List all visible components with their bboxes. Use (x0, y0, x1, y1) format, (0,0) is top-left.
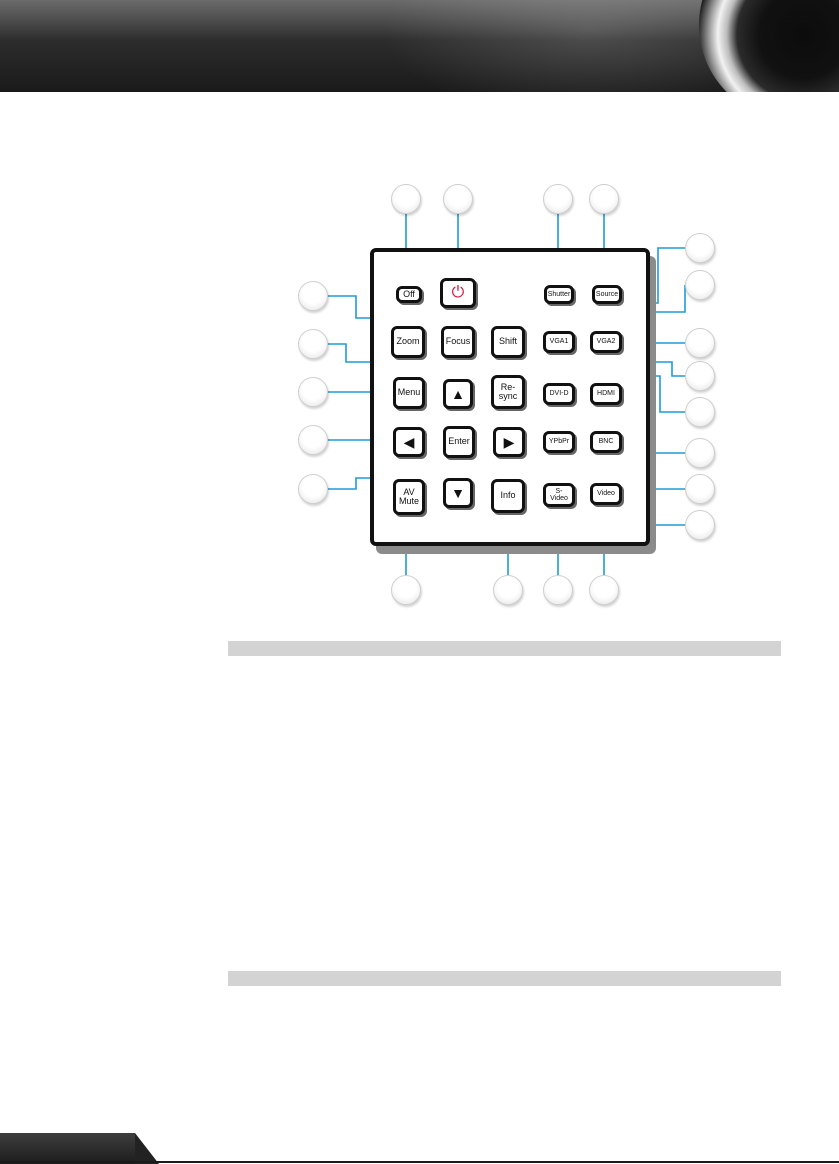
vga1-button-label: VGA1 (549, 338, 569, 346)
shift-button[interactable]: Shift (491, 326, 525, 358)
projector-lens-graphic (699, 0, 839, 92)
resync-button[interactable]: Re- sync (491, 375, 525, 409)
off-button-label: Off (403, 288, 415, 299)
footer-page-tab (0, 1133, 159, 1164)
callout-marker (543, 184, 573, 214)
dvi-d-button[interactable]: DVI-D (543, 383, 575, 405)
zoom-button-label: Zoom (396, 336, 420, 347)
menu-button-label: Menu (397, 387, 421, 398)
menu-button[interactable]: Menu (393, 377, 425, 409)
ypbpr-button[interactable]: YPbPr (543, 431, 575, 453)
callout-marker (391, 184, 421, 214)
remote-control-diagram: Off ⏻ Shutter Source Zoom Focus Shift VG… (298, 184, 715, 605)
section-divider-bar (228, 971, 781, 986)
callout-marker (443, 184, 473, 214)
dvi-d-button-label: DVI-D (549, 390, 569, 398)
shutter-button[interactable]: Shutter (544, 285, 574, 304)
callout-marker (298, 474, 328, 504)
hdmi-button-label: HDMI (597, 390, 615, 398)
footer-rule (0, 1161, 839, 1163)
left-arrow-icon: ◀ (403, 434, 415, 450)
bnc-button[interactable]: BNC (590, 431, 622, 453)
av-mute-button[interactable]: AV Mute (393, 479, 425, 515)
ypbpr-button-label: YPbPr (548, 438, 570, 446)
callout-marker (493, 575, 523, 605)
source-button-label: Source (595, 290, 619, 298)
callout-marker (589, 184, 619, 214)
s-video-button-label: S- Video (550, 487, 568, 502)
shift-button-label: Shift (498, 336, 517, 347)
down-arrow-icon: ▼ (451, 485, 465, 501)
callout-marker (298, 329, 328, 359)
focus-button-label: Focus (445, 336, 471, 347)
info-button-label: Info (500, 490, 516, 501)
up-button[interactable]: ▲ (443, 379, 473, 409)
resync-button-label: Re- sync (498, 381, 518, 401)
s-video-button[interactable]: S- Video (543, 483, 575, 507)
hdmi-button[interactable]: HDMI (590, 383, 622, 405)
down-button[interactable]: ▼ (443, 478, 473, 508)
callout-marker (685, 510, 715, 540)
zoom-button[interactable]: Zoom (391, 326, 425, 358)
off-button[interactable]: Off (396, 286, 422, 303)
callout-marker (685, 397, 715, 427)
up-arrow-icon: ▲ (451, 386, 465, 402)
callout-marker (685, 361, 715, 391)
right-arrow-icon: ▶ (503, 434, 515, 450)
callout-marker (685, 328, 715, 358)
enter-button[interactable]: Enter (443, 426, 475, 458)
callout-marker (685, 438, 715, 468)
info-button[interactable]: Info (491, 479, 525, 513)
callout-marker (543, 575, 573, 605)
vga2-button-label: VGA2 (596, 338, 616, 346)
callout-marker (298, 281, 328, 311)
callout-marker (298, 377, 328, 407)
callout-marker (685, 233, 715, 263)
av-mute-button-label: AV Mute (398, 486, 419, 506)
power-button[interactable]: ⏻ (440, 278, 476, 308)
video-button-label: Video (597, 490, 615, 498)
vga2-button[interactable]: VGA2 (590, 331, 622, 353)
callout-marker (298, 425, 328, 455)
section-divider-bar (228, 641, 781, 656)
callout-marker (685, 270, 715, 300)
header-banner (0, 0, 839, 92)
video-button[interactable]: Video (590, 483, 622, 505)
right-button[interactable]: ▶ (493, 427, 525, 457)
enter-button-label: Enter (448, 436, 470, 447)
source-button[interactable]: Source (592, 285, 622, 304)
vga1-button[interactable]: VGA1 (543, 331, 575, 353)
left-button[interactable]: ◀ (393, 427, 425, 457)
bnc-button-label: BNC (598, 438, 614, 446)
callout-marker (589, 575, 619, 605)
callout-marker (685, 474, 715, 504)
focus-button[interactable]: Focus (441, 326, 475, 358)
callout-marker (391, 575, 421, 605)
power-icon: ⏻ (451, 284, 465, 301)
shutter-button-label: Shutter (547, 290, 571, 298)
